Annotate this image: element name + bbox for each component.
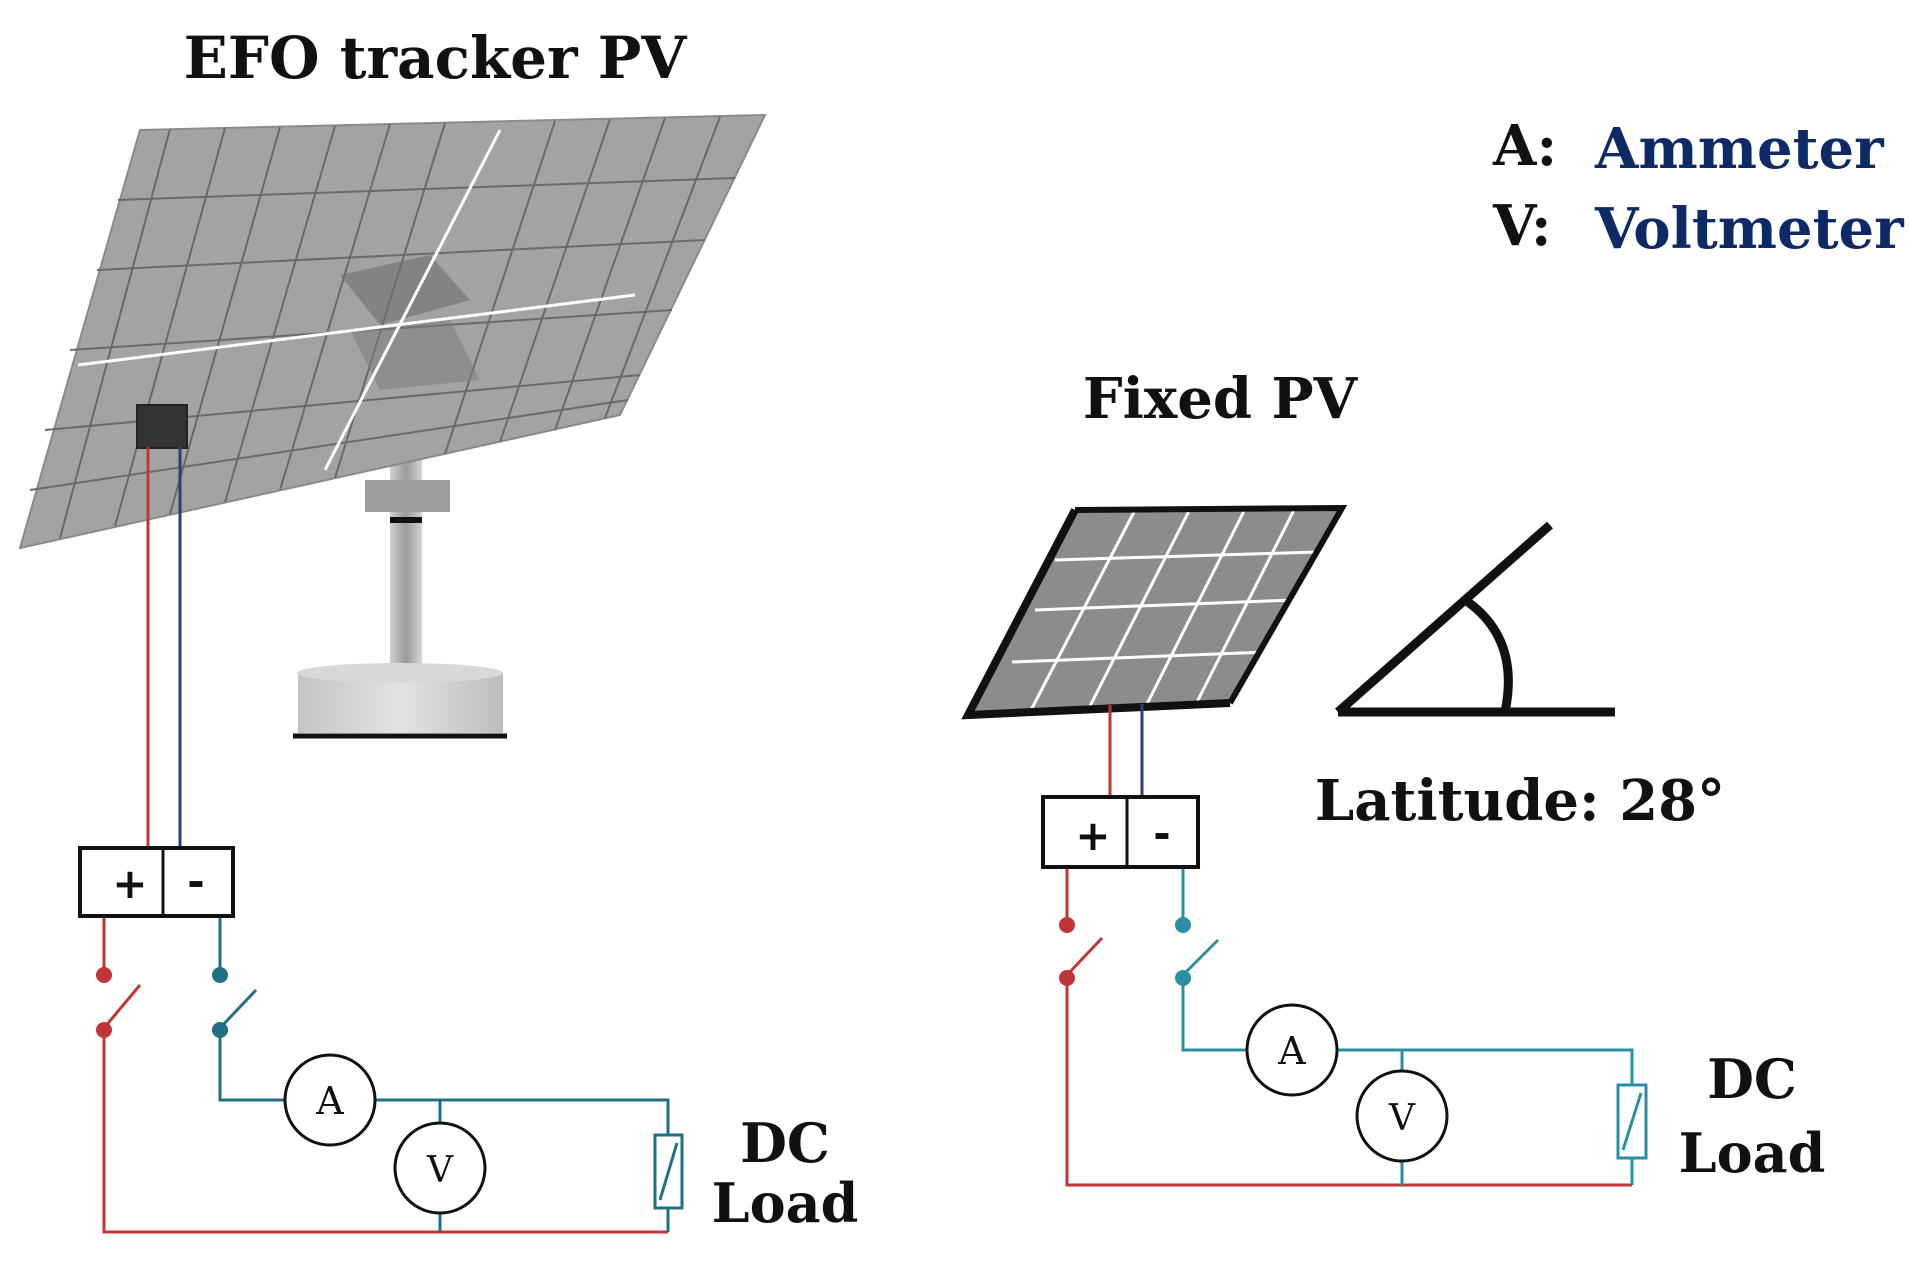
tracker-title: EFO tracker PV [184,24,688,92]
fixed-ammeter-label: A [1277,1029,1306,1073]
fixed-positive-switch-bottom [1059,970,1075,986]
tracker-negative-circuit [218,918,670,1232]
fixed-negative-switch-bottom [1175,970,1191,986]
fixed-dc-load-resistor [1616,1083,1648,1160]
fixed-panel [961,504,1348,720]
tracker-ammeter: A [283,1053,377,1147]
legend-v-value: Voltmeter [1594,196,1905,262]
fixed-load-label-load: Load [1679,1121,1826,1185]
fixed-load-label-dc: DC [1707,1047,1797,1111]
tracker-terminal-block: + - [78,846,235,918]
tracker-positive-switch-top [96,967,112,983]
legend-a-key: A: [1492,113,1557,179]
fixed-negative-switch-top [1175,917,1191,933]
tracker-voltmeter-label: V [426,1150,454,1191]
tracker-dc-load-resistor [653,1133,684,1210]
tracker-plus-terminal: + [112,859,147,908]
tracker-minus-terminal: - [187,857,204,906]
tracker-positive-circuit [102,918,668,1234]
fixed-minus-terminal: - [1153,809,1170,858]
legend: A: Ammeter V: Voltmeter [1492,113,1905,262]
fixed-terminal-block: + - [1041,795,1200,869]
tracker-positive-switch-bottom [96,1022,112,1038]
tilt-angle-icon [1335,521,1615,717]
tracker-negative-switch-bottom [212,1022,228,1038]
fixed-voltmeter-label: V [1388,1098,1416,1139]
fixed-title: Fixed PV [1083,366,1359,432]
legend-a-value: Ammeter [1594,116,1885,182]
fixed-negative-circuit [1181,869,1634,1185]
fixed-positive-switch-top [1059,917,1075,933]
tracker-ammeter-label: A [315,1079,344,1123]
latitude-label: Latitude: 28° [1315,768,1725,834]
legend-v-key: V: [1492,193,1552,259]
tracker-load-label-dc: DC [740,1111,830,1175]
tracker-load-label-load: Load [712,1171,859,1235]
tracker-negative-switch-top [212,967,228,983]
fixed-voltmeter: V [1355,1069,1449,1163]
tracker-panel [18,113,767,550]
fixed-positive-circuit [1065,869,1632,1187]
tracker-voltmeter: V [393,1121,487,1215]
fixed-ammeter: A [1245,1003,1339,1097]
fixed-plus-terminal: + [1075,811,1110,860]
